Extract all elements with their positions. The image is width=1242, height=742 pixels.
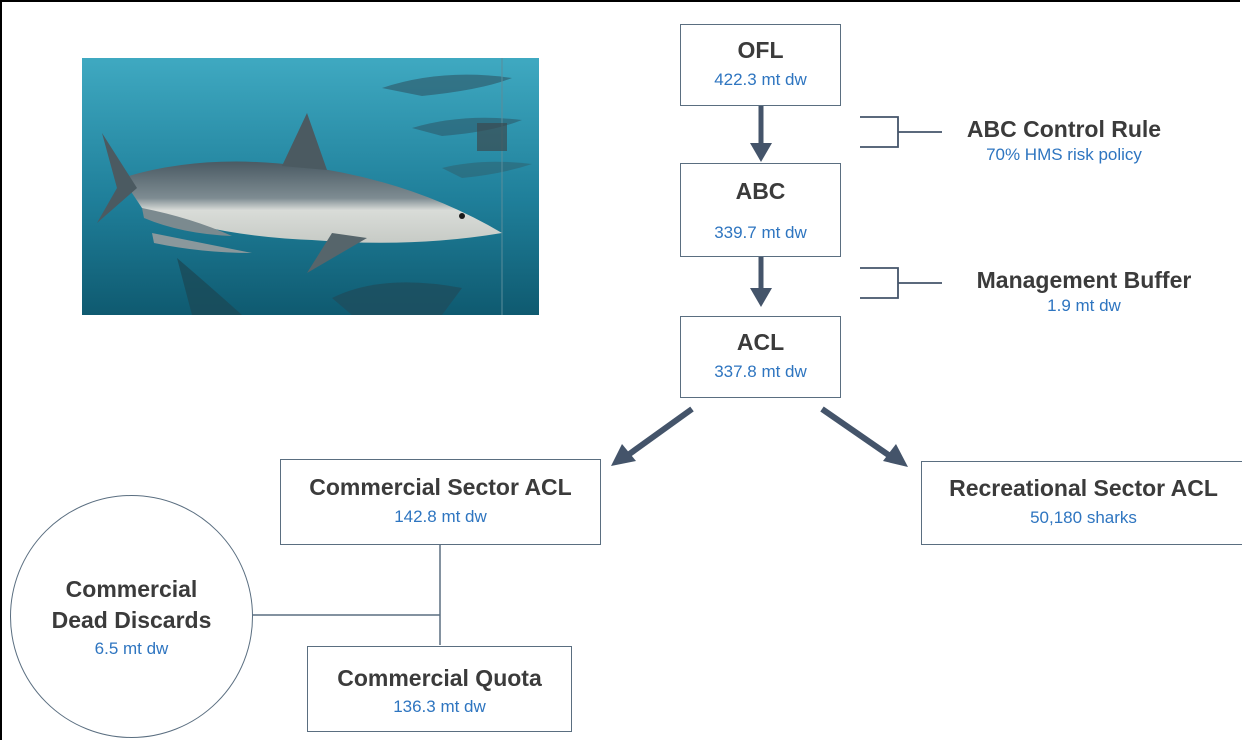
acl-box: ACL 337.8 mt dw	[680, 316, 841, 398]
arrowhead-ofl-abc	[750, 143, 772, 162]
dead-discards-circle: Commercial Dead Discards 6.5 mt dw	[10, 495, 253, 738]
abc-box: ABC 339.7 mt dw	[680, 163, 841, 257]
ofl-box: OFL 422.3 mt dw	[680, 24, 841, 106]
abc-control-rule-title: ABC Control Rule	[966, 116, 1162, 142]
management-buffer-label: Management Buffer 1.9 mt dw	[950, 266, 1218, 318]
arrowhead-acl-commercial	[611, 444, 636, 466]
bracket-abc-control-rule	[860, 116, 942, 148]
arrow-acl-recreational	[820, 406, 892, 459]
ofl-title: OFL	[737, 37, 784, 63]
commercial-sector-value: 142.8 mt dw	[394, 507, 487, 526]
recreational-sector-box: Recreational Sector ACL 50,180 sharks	[921, 461, 1242, 545]
arrowhead-abc-acl	[750, 288, 772, 307]
dead-discards-title-line2: Dead Discards	[51, 607, 212, 633]
acl-value: 337.8 mt dw	[714, 362, 807, 381]
shark-photo	[82, 58, 539, 315]
acl-title: ACL	[736, 329, 785, 355]
ofl-value: 422.3 mt dw	[714, 70, 807, 89]
commercial-sector-box: Commercial Sector ACL 142.8 mt dw	[280, 459, 601, 545]
abc-value: 339.7 mt dw	[714, 223, 807, 242]
abc-control-rule-label: ABC Control Rule 70% HMS risk policy	[950, 115, 1178, 167]
abc-title: ABC	[735, 178, 786, 204]
commercial-quota-title: Commercial Quota	[337, 665, 542, 691]
commercial-quota-value: 136.3 mt dw	[393, 697, 486, 716]
arrow-acl-commercial	[626, 406, 694, 458]
arrowhead-acl-recreational	[883, 444, 908, 467]
management-buffer-value: 1.9 mt dw	[1047, 296, 1121, 315]
recreational-sector-title: Recreational Sector ACL	[949, 475, 1218, 501]
abc-control-rule-value: 70% HMS risk policy	[986, 145, 1142, 164]
management-buffer-title: Management Buffer	[976, 267, 1192, 293]
dead-discards-value: 6.5 mt dw	[94, 639, 169, 658]
commercial-quota-box: Commercial Quota 136.3 mt dw	[307, 646, 572, 732]
recreational-sector-value: 50,180 sharks	[1030, 508, 1137, 527]
commercial-sector-title: Commercial Sector ACL	[309, 474, 572, 500]
bracket-management-buffer	[860, 267, 942, 299]
dead-discards-title-line1: Commercial	[65, 576, 198, 602]
